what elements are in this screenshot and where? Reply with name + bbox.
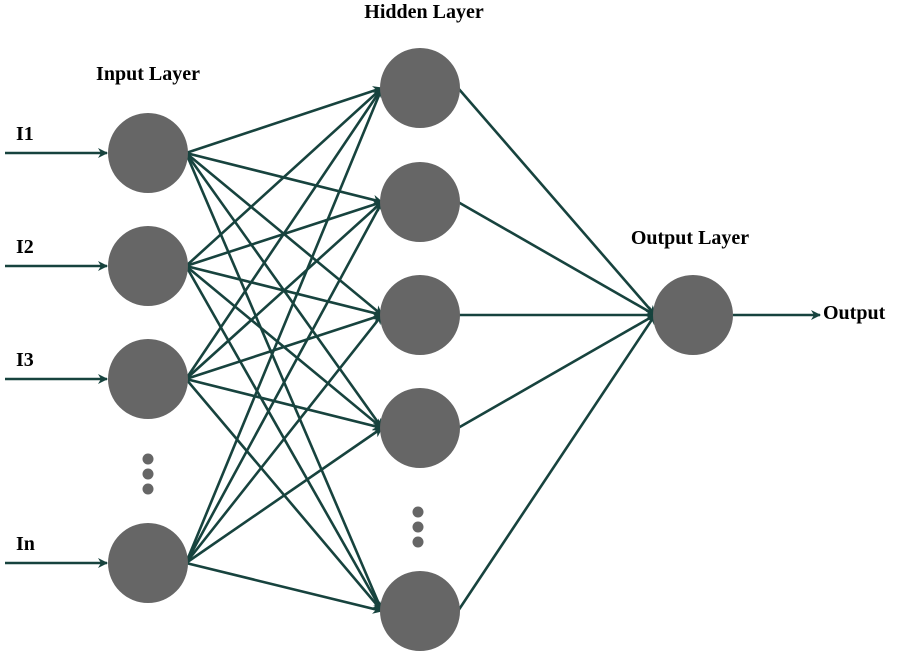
edge-hidden-2-output — [457, 200, 656, 317]
edge-input-in-hidden-3 — [184, 314, 384, 564]
input-node-i3 — [108, 339, 188, 419]
edge-input-in-hidden-4 — [185, 426, 383, 565]
edge-input-in-hidden-2 — [184, 201, 384, 564]
hidden-node-3 — [380, 275, 460, 355]
edge-input-i3-hidden-2 — [185, 201, 383, 380]
hidden-node-5 — [380, 571, 460, 651]
input-node-in — [108, 523, 188, 603]
output-layer-title: Output Layer — [631, 227, 749, 249]
connections — [5, 86, 821, 614]
edge-hidden-1-output — [457, 87, 656, 316]
input-node-i1 — [108, 113, 188, 193]
edge-input-i3-hidden-3 — [185, 313, 383, 381]
hidden-ellipsis-dots — [412, 506, 424, 548]
input-label-i2: I2 — [16, 236, 34, 258]
input-label-i1: I1 — [16, 123, 34, 145]
input-label-i3: I3 — [16, 349, 34, 371]
hidden-node-2 — [380, 162, 460, 242]
edge-input-i2-hidden-1 — [185, 87, 383, 267]
edge-input-i3-hidden-4 — [185, 377, 383, 431]
edge-input-in-hidden-5 — [185, 561, 383, 614]
output-node — [653, 275, 733, 355]
hidden-node-4 — [380, 388, 460, 468]
edge-hidden-5-output — [456, 314, 657, 612]
nodes — [108, 48, 733, 651]
hidden-node-1 — [380, 48, 460, 128]
edge-input-i3-hidden-1 — [184, 87, 384, 380]
input-node-i2 — [108, 226, 188, 306]
edge-input-in-hidden-1 — [184, 87, 384, 564]
input-label-in: In — [16, 533, 35, 555]
edge-input-i1-hidden-1 — [185, 86, 383, 155]
hidden-layer-title: Hidden Layer — [364, 1, 484, 23]
output-label: Output — [823, 302, 886, 324]
input-layer-title: Input Layer — [96, 63, 200, 85]
edge-hidden-4-output — [457, 313, 656, 430]
input-ellipsis-dots — [142, 453, 154, 495]
